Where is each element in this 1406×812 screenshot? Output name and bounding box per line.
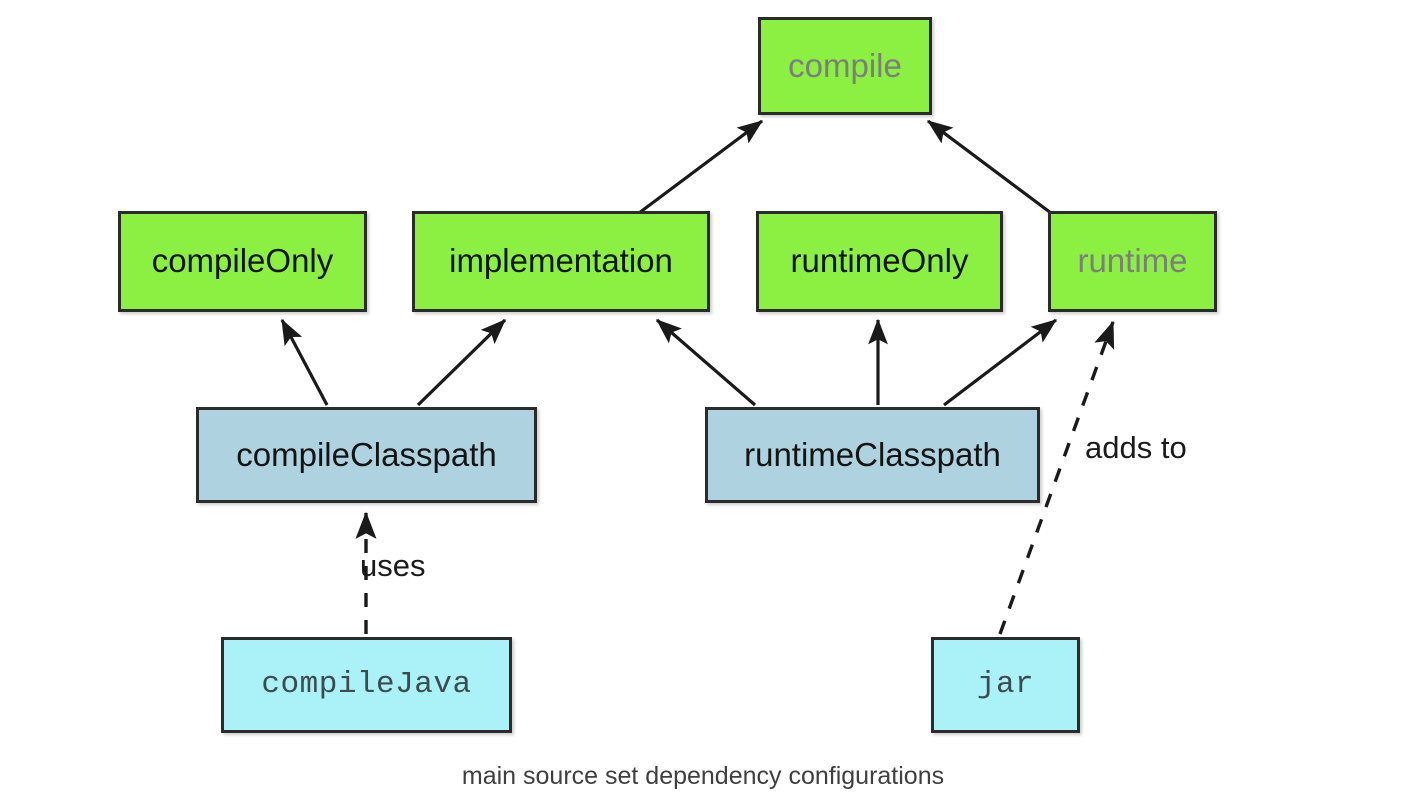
node-task-compile-java-label: compileJava (261, 666, 472, 702)
edge-label-adds-to: adds to (1085, 430, 1187, 465)
edge-runtimeclasspath-to-runtime (943, 318, 1058, 407)
node-task-compile-java[interactable]: compileJava (221, 637, 512, 733)
edge-compileclasspath-to-implementation (416, 318, 507, 407)
edge-runtimeclasspath-to-implementation (655, 318, 757, 407)
edge-compileclasspath-to-compileonly (280, 318, 329, 406)
edge-label-uses: uses (360, 548, 426, 583)
node-compile-only[interactable]: compileOnly (118, 211, 367, 312)
node-task-jar[interactable]: jar (931, 637, 1080, 733)
diagram-caption: main source set dependency configuration… (461, 762, 945, 790)
node-task-jar-label: jar (976, 666, 1035, 702)
node-implementation-label: implementation (449, 242, 673, 280)
node-runtime[interactable]: runtime (1048, 211, 1217, 312)
node-compile-label: compile (788, 46, 902, 84)
edge-implementation-to-compile (638, 119, 764, 215)
node-runtime-only[interactable]: runtimeOnly (756, 211, 1003, 312)
node-runtime-classpath-label: runtimeClasspath (744, 435, 1001, 473)
node-runtime-classpath[interactable]: runtimeClasspath (705, 407, 1040, 503)
node-compile-only-label: compileOnly (151, 242, 334, 280)
node-runtime-only-label: runtimeOnly (790, 242, 969, 280)
node-implementation[interactable]: implementation (412, 211, 710, 312)
node-compile[interactable]: compile (758, 17, 932, 115)
node-compile-classpath-label: compileClasspath (236, 435, 497, 473)
node-runtime-label: runtime (1077, 242, 1188, 280)
node-compile-classpath[interactable]: compileClasspath (196, 407, 537, 503)
edge-runtime-to-compile (926, 119, 1052, 215)
